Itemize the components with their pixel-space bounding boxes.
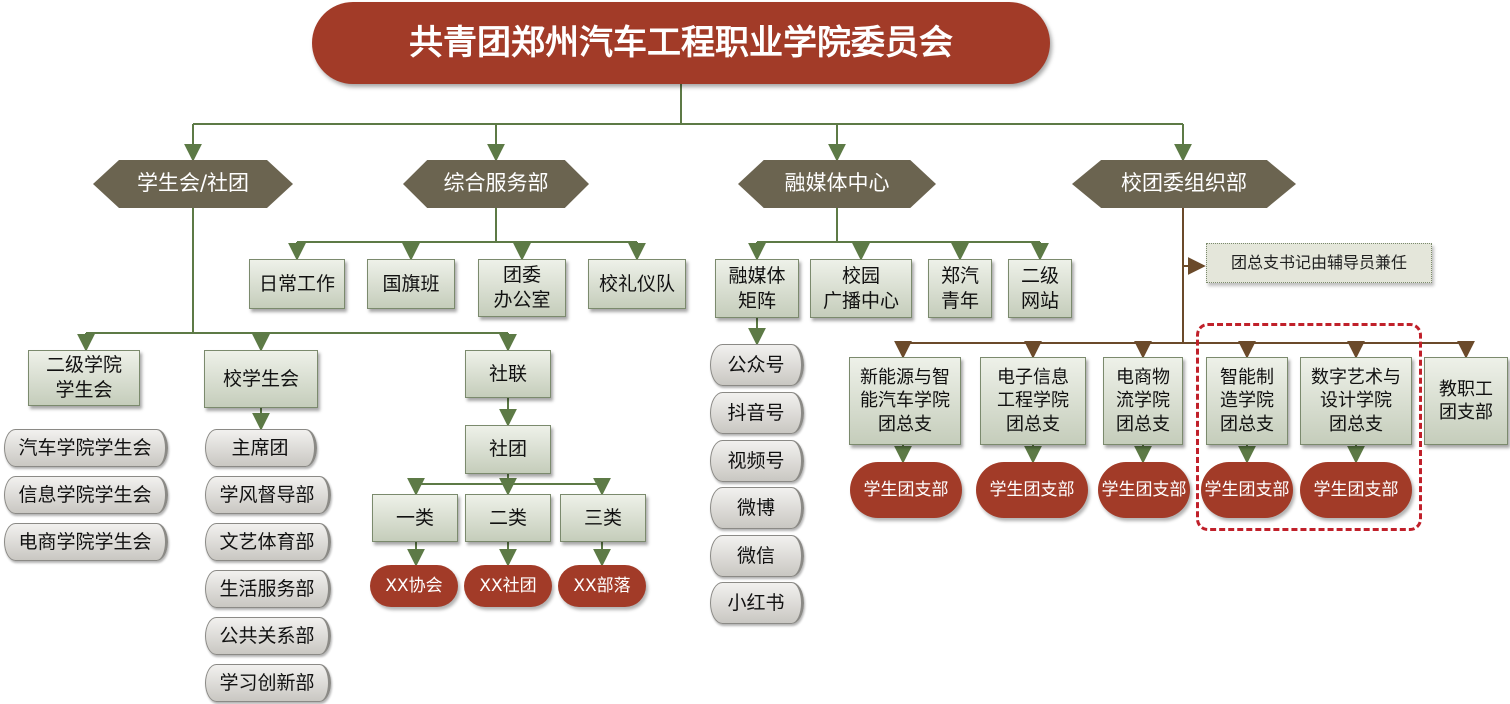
dept-service: 综合服务部 [403, 160, 589, 208]
school-union-item: 主席团 [205, 429, 317, 467]
media-platform: 抖音号 [710, 392, 804, 434]
media-platform: 微博 [710, 487, 804, 529]
club-example: XX部落 [558, 565, 646, 607]
media-platform: 小红书 [710, 582, 804, 624]
org-title: 共青团郑州汽车工程职业学院委员会 [312, 2, 1050, 84]
college-union-item: 汽车学院学生会 [4, 429, 168, 467]
media-unit: 郑汽 青年 [928, 259, 992, 318]
league-branch: 智能制 造学院 团总支 [1206, 357, 1288, 445]
student-league-branch: 学生团支部 [1098, 462, 1190, 518]
service-unit: 国旗班 [367, 259, 455, 309]
dept-organization: 校团委组织部 [1072, 160, 1296, 208]
org-note: 团总支书记由辅导员兼任 [1206, 243, 1432, 283]
student-league-branch: 学生团支部 [850, 462, 962, 518]
highlight-frame [1196, 323, 1422, 531]
league-branch: 新能源与智 能汽车学院 团总支 [849, 357, 961, 445]
media-unit: 二级 网站 [1008, 259, 1072, 318]
school-union-item: 学习创新部 [205, 664, 331, 702]
league-branch: 数字艺术与 设计学院 团总支 [1300, 357, 1412, 445]
school-union-item: 公共关系部 [205, 617, 331, 655]
clubs: 社团 [465, 425, 551, 474]
club-category: 三类 [560, 494, 646, 542]
service-unit: 校礼仪队 [588, 259, 686, 309]
school-union-item: 文艺体育部 [205, 523, 331, 561]
college-union: 二级学院 学生会 [28, 350, 140, 406]
club-category: 二类 [465, 494, 551, 542]
dept-student-union: 学生会/社团 [93, 160, 293, 208]
student-league-branch: 学生团支部 [976, 462, 1088, 518]
college-union-item: 信息学院学生会 [4, 476, 168, 514]
club-example: XX社团 [464, 565, 552, 607]
student-league-branch: 学生团支部 [1300, 462, 1412, 518]
club-federation: 社联 [465, 350, 551, 398]
service-unit: 团委 办公室 [478, 259, 566, 317]
student-league-branch: 学生团支部 [1201, 462, 1293, 518]
dept-media: 融媒体中心 [738, 160, 936, 208]
school-union: 校学生会 [204, 350, 318, 408]
school-union-item: 学风督导部 [205, 476, 331, 514]
media-platform: 公众号 [710, 344, 804, 386]
media-unit: 校园 广播中心 [810, 259, 912, 318]
club-category: 一类 [372, 494, 458, 542]
club-example: XX协会 [370, 565, 458, 607]
media-unit: 融媒体 矩阵 [715, 259, 799, 318]
league-branch: 电商物 流学院 团总支 [1103, 357, 1183, 445]
college-union-item: 电商学院学生会 [4, 523, 168, 561]
service-unit: 日常工作 [249, 259, 345, 309]
media-platform: 视频号 [710, 440, 804, 482]
school-union-item: 生活服务部 [205, 570, 331, 608]
league-branch: 电子信息 工程学院 团总支 [980, 357, 1086, 445]
league-branch: 教职工 团支部 [1424, 357, 1508, 445]
media-platform: 微信 [710, 535, 804, 577]
